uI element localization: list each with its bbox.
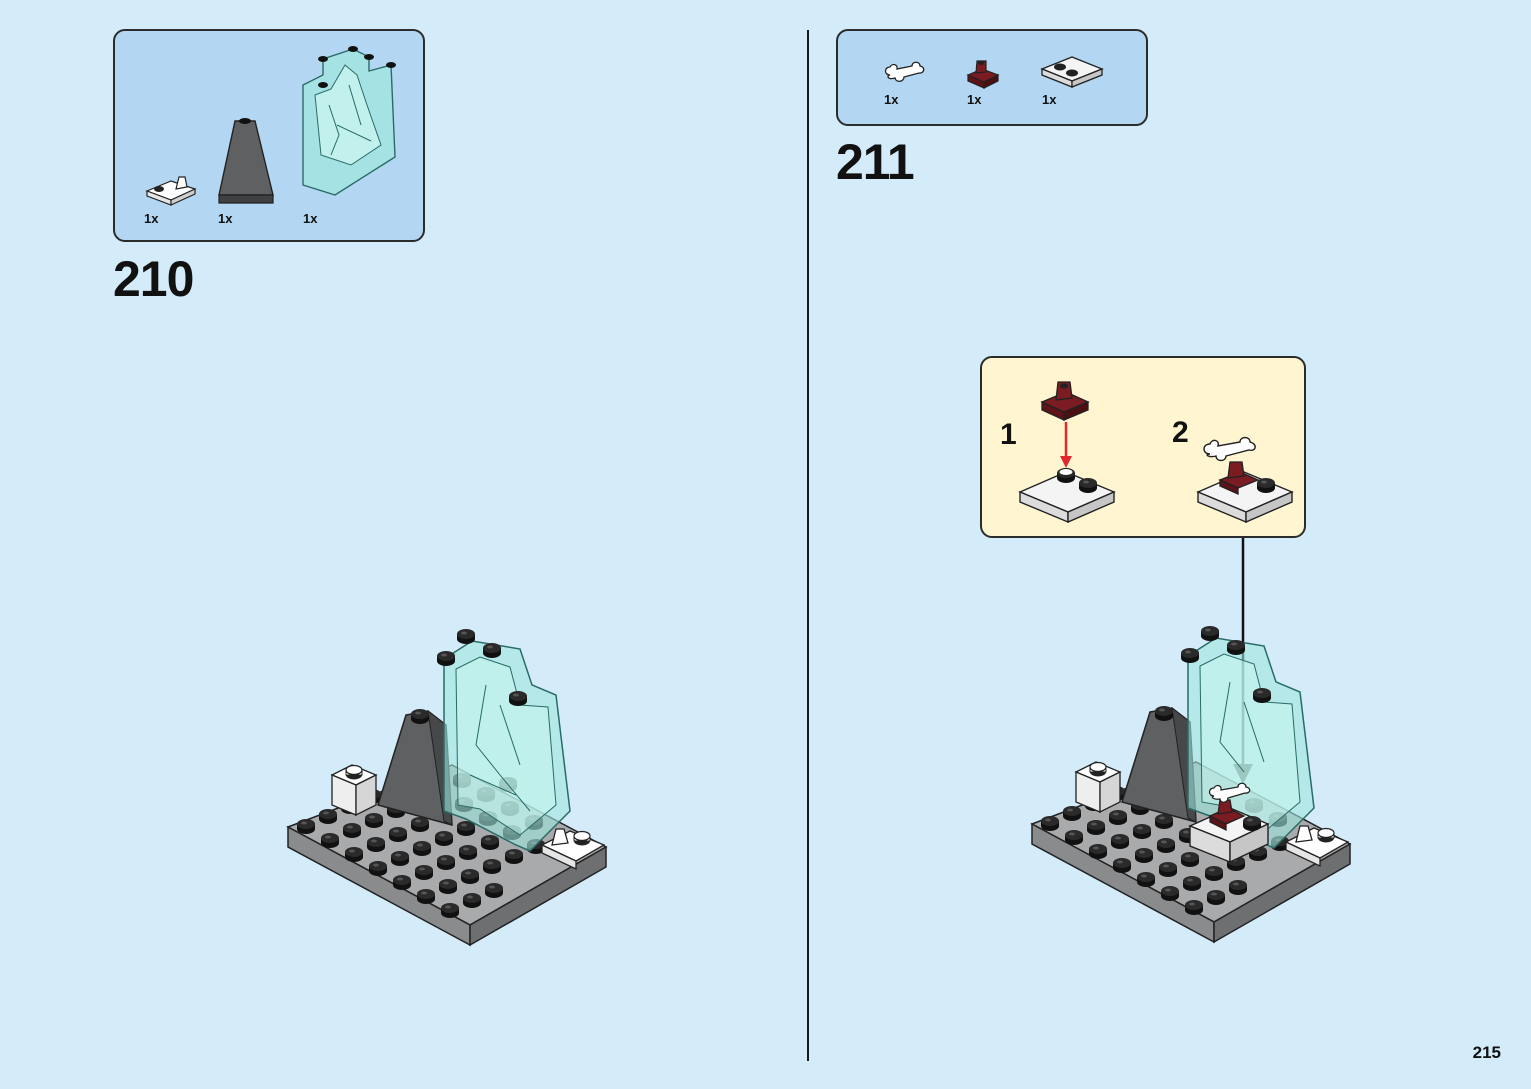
step-number: 211 bbox=[836, 134, 915, 190]
trans-light-blue-rock-panel-icon bbox=[302, 46, 396, 196]
white-clip-plate-icon bbox=[145, 176, 197, 206]
parts-list-step-211: 1x 1x 1x bbox=[836, 29, 1148, 126]
substep-1-illustration bbox=[1018, 381, 1116, 524]
dark-grey-slope-icon bbox=[218, 118, 274, 204]
part-qty: 1x bbox=[1042, 92, 1057, 107]
sub-assembly-callout: 1 2 bbox=[980, 356, 1306, 538]
substep-2-illustration bbox=[1196, 436, 1294, 524]
part-qty: 1x bbox=[967, 92, 982, 107]
parts-list-step-210: 1x 1x 1x bbox=[113, 29, 425, 242]
page-number: 215 bbox=[1472, 1043, 1501, 1062]
part-qty: 1x bbox=[303, 211, 318, 226]
substep-number: 1 bbox=[1000, 418, 1017, 451]
model-assembly-step-211 bbox=[1030, 626, 1352, 944]
substep-number: 2 bbox=[1172, 416, 1189, 449]
part-qty: 1x bbox=[884, 92, 899, 107]
step-number: 210 bbox=[113, 251, 194, 307]
dark-red-clip-plate-icon bbox=[966, 60, 1000, 89]
part-qty: 1x bbox=[144, 211, 159, 226]
white-plate-2x2-icon bbox=[1040, 56, 1104, 88]
white-bone-icon bbox=[884, 61, 925, 82]
model-assembly-step-210 bbox=[286, 629, 608, 947]
page-divider bbox=[807, 30, 809, 1061]
part-qty: 1x bbox=[218, 211, 233, 226]
